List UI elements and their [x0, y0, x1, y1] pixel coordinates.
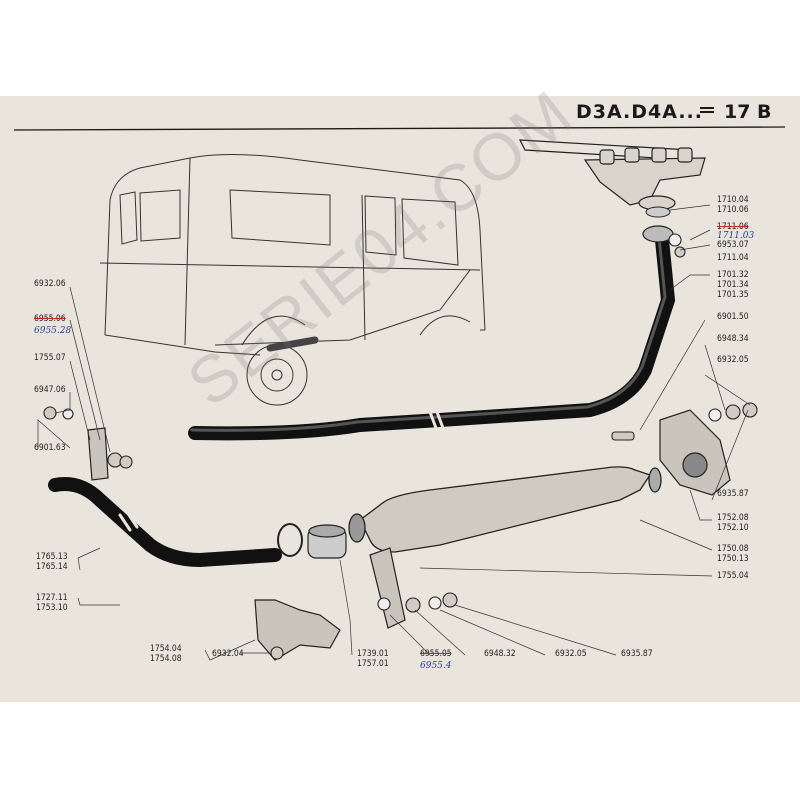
- callout-1711-03-handwritten: 1711.03: [717, 231, 755, 241]
- callout-6932-05-right: 6932.05: [717, 355, 749, 365]
- front-exhaust-pipe: [188, 233, 676, 441]
- callout-1754-08: 1754.08: [150, 654, 182, 664]
- callout-1750-08: 1750.08: [717, 544, 749, 554]
- callout-6932-04: 6932.04: [212, 649, 244, 659]
- callout-1765-14: 1765.14: [36, 562, 68, 572]
- callout-1752-08: 1752.08: [717, 513, 749, 523]
- callout-6947-06: 6947.06: [34, 385, 66, 395]
- callout-6955-handwritten: 6955.4: [420, 661, 452, 671]
- callout-1710-06: 1710.06: [717, 205, 749, 215]
- rear-tailpipe: [48, 477, 282, 568]
- callout-6955-05: 6955.05: [420, 649, 452, 659]
- leader-lines: [37, 204, 751, 661]
- callout-1701-34: 1701.34: [717, 280, 749, 290]
- callout-1750-13: 1750.13: [717, 554, 749, 564]
- callout-6948-34: 6948.34: [717, 334, 749, 344]
- callout-1710-04: 1710.04: [717, 195, 749, 205]
- page-title-model: D3A.D4A...: [576, 101, 703, 123]
- pipe-clamp: [277, 523, 347, 559]
- callout-1727-11: 1727.11: [36, 593, 68, 603]
- fasteners: [43, 233, 758, 660]
- callout-1711-06: 1711.06: [717, 222, 749, 232]
- callout-6901-50: 6901.50: [717, 312, 749, 322]
- callout-1752-10: 1752.10: [717, 523, 749, 533]
- callout-6953-07: 6953.07: [717, 240, 749, 250]
- callout-1755-04: 1755.04: [717, 571, 749, 581]
- callout-1711-04: 1711.04: [717, 253, 749, 263]
- callout-1739-01: 1739.01: [357, 649, 389, 659]
- callout-6935-87-bottom: 6935.87: [621, 649, 653, 659]
- van-muffler: [266, 336, 319, 352]
- callout-1701-32: 1701.32: [717, 270, 749, 280]
- manifold: [518, 139, 706, 211]
- hangers: [87, 409, 731, 661]
- callout-6932-06: 6932.06: [34, 279, 66, 289]
- muffler: [348, 466, 662, 553]
- callout-1753-10: 1753.10: [36, 603, 68, 613]
- callout-1755-07: 1755.07: [34, 353, 66, 363]
- callout-1757-01: 1757.01: [357, 659, 389, 669]
- callout-6948-32: 6948.32: [484, 649, 516, 659]
- page-number: 17 B: [724, 101, 772, 123]
- callout-6935-87-right: 6935.87: [717, 489, 749, 499]
- callout-1701-35: 1701.35: [717, 290, 749, 300]
- callout-6955-06: 6955.06: [34, 314, 66, 324]
- van-illustration: [99, 153, 486, 406]
- flange-gasket: [645, 206, 671, 218]
- callout-6955-28-handwritten: 6955.28: [34, 326, 72, 336]
- callout-1765-13: 1765.13: [36, 552, 68, 562]
- callout-6932-05-bottom: 6932.05: [555, 649, 587, 659]
- callout-6901-63: 6901.63: [34, 443, 66, 453]
- callout-1754-04: 1754.04: [150, 644, 182, 654]
